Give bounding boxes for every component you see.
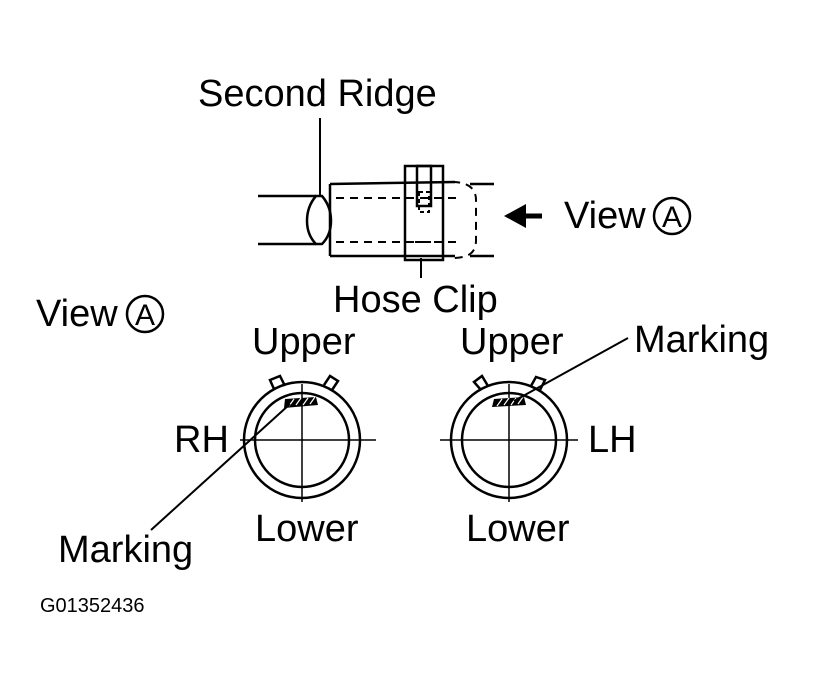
view-left-label: View xyxy=(36,293,118,335)
hose-clip-label: Hose Clip xyxy=(333,279,498,321)
view-top-label: View xyxy=(564,195,646,237)
rh-tab-left xyxy=(268,374,287,390)
hose-assembly xyxy=(258,164,494,262)
lower-right-label: Lower xyxy=(466,508,570,550)
figure-code: G01352436 xyxy=(40,595,145,617)
rh-label: RH xyxy=(174,419,229,461)
second-ridge-label: Second Ridge xyxy=(198,73,437,115)
marking-right-leader xyxy=(513,337,629,402)
second-ridge-bulge xyxy=(305,194,333,246)
lh-tab-left xyxy=(472,374,490,391)
upper-right-label: Upper xyxy=(460,321,564,363)
svg-text:A: A xyxy=(135,299,155,332)
hose-clip-tab xyxy=(415,164,433,208)
upper-left-label: Upper xyxy=(252,321,356,363)
view-arrow xyxy=(504,204,542,228)
svg-text:A: A xyxy=(662,201,682,234)
lh-label: LH xyxy=(588,419,637,461)
lh-outer-ring xyxy=(449,380,569,500)
rh-marking xyxy=(284,397,318,408)
rh-tab-right xyxy=(322,374,340,391)
hose-clip-slot xyxy=(418,191,430,213)
marking-left-leader xyxy=(150,403,291,531)
view-left-circle-a: A xyxy=(125,294,165,334)
marking-left-label: Marking xyxy=(58,529,193,571)
lh-inner-ring xyxy=(460,391,558,489)
rh-outer-ring xyxy=(242,380,362,500)
marking-right-label: Marking xyxy=(634,319,769,361)
ring-rh xyxy=(240,374,376,502)
ring-lh xyxy=(440,374,578,502)
pipe-upper-edge xyxy=(329,180,456,186)
view-top-circle-a: A xyxy=(652,196,692,236)
right-bulge-dashed xyxy=(451,181,477,259)
lower-left-label: Lower xyxy=(255,508,359,550)
rh-inner-ring xyxy=(253,391,351,489)
